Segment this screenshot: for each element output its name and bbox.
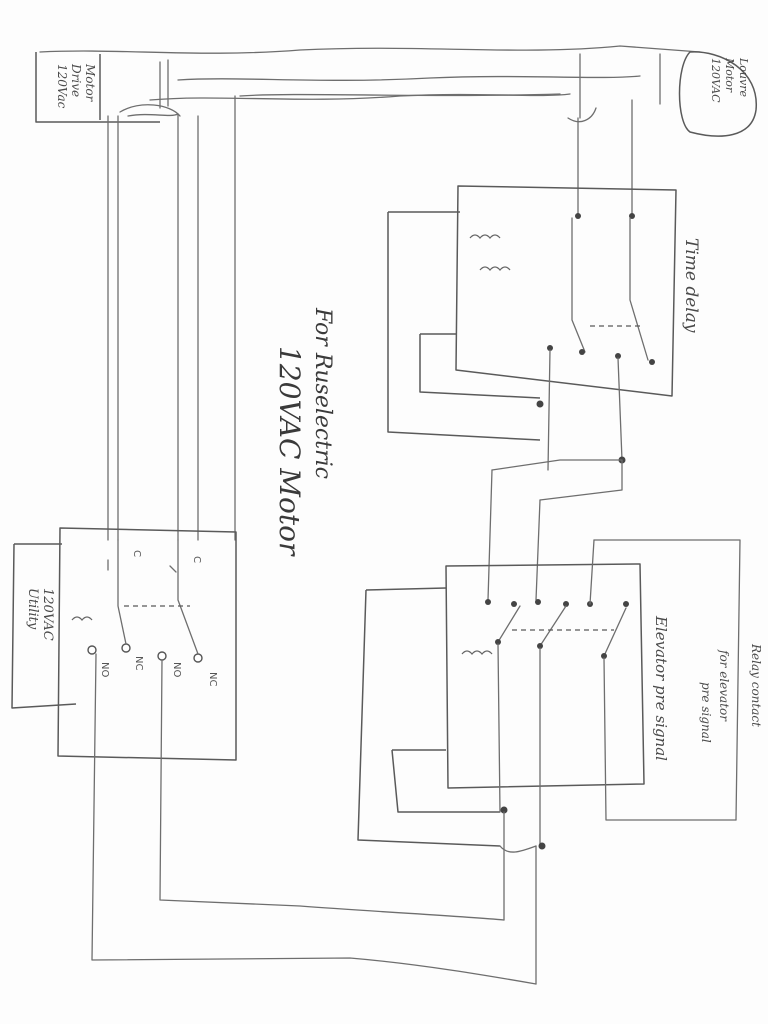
- utility-line1: 120VAC: [40, 588, 55, 641]
- utility-line2: Utility: [25, 588, 40, 630]
- louvre-motor-line2: Motor: [723, 57, 736, 93]
- top-feed-bus: [39, 45, 701, 541]
- elevator-presignal-relay: [357, 539, 741, 850]
- terminal-no-left: NO: [99, 662, 110, 677]
- terminal-nc-left: NC: [133, 656, 144, 670]
- bottom-return-wiring: [91, 653, 537, 985]
- time-delay-label: Time delay: [681, 238, 701, 333]
- relay-contact-line1: Relay contact: [749, 643, 763, 727]
- time-delay-relay: [387, 185, 677, 601]
- motor-drive-box: [35, 52, 199, 541]
- title-line1: For Ruselectric: [310, 307, 335, 479]
- terminal-c-left: C: [131, 550, 142, 557]
- labels-layer: Motor Drive 120Vac Louvre Motor 120VAC T…: [25, 57, 763, 761]
- terminal-nc-right: NC: [207, 672, 218, 686]
- terminal-no-right: NO: [171, 662, 182, 677]
- motor-drive-line1: Motor: [83, 63, 97, 103]
- louvre-motor-line3: 120VAC: [709, 58, 722, 103]
- elevator-presignal-label: Elevator pre signal: [652, 615, 670, 761]
- title-line2: 120VAC Motor: [273, 346, 306, 557]
- utility-box: [11, 527, 237, 761]
- relay-contact-line2: for elevator: [717, 649, 731, 722]
- relay-contact-line3: pre signal: [699, 682, 713, 743]
- louvre-motor: [567, 51, 757, 216]
- terminal-c-right: C: [191, 556, 202, 563]
- motor-drive-line3: 120Vac: [55, 64, 69, 109]
- motor-drive-line2: Drive: [69, 63, 83, 97]
- louvre-motor-line1: Louvre: [737, 57, 750, 97]
